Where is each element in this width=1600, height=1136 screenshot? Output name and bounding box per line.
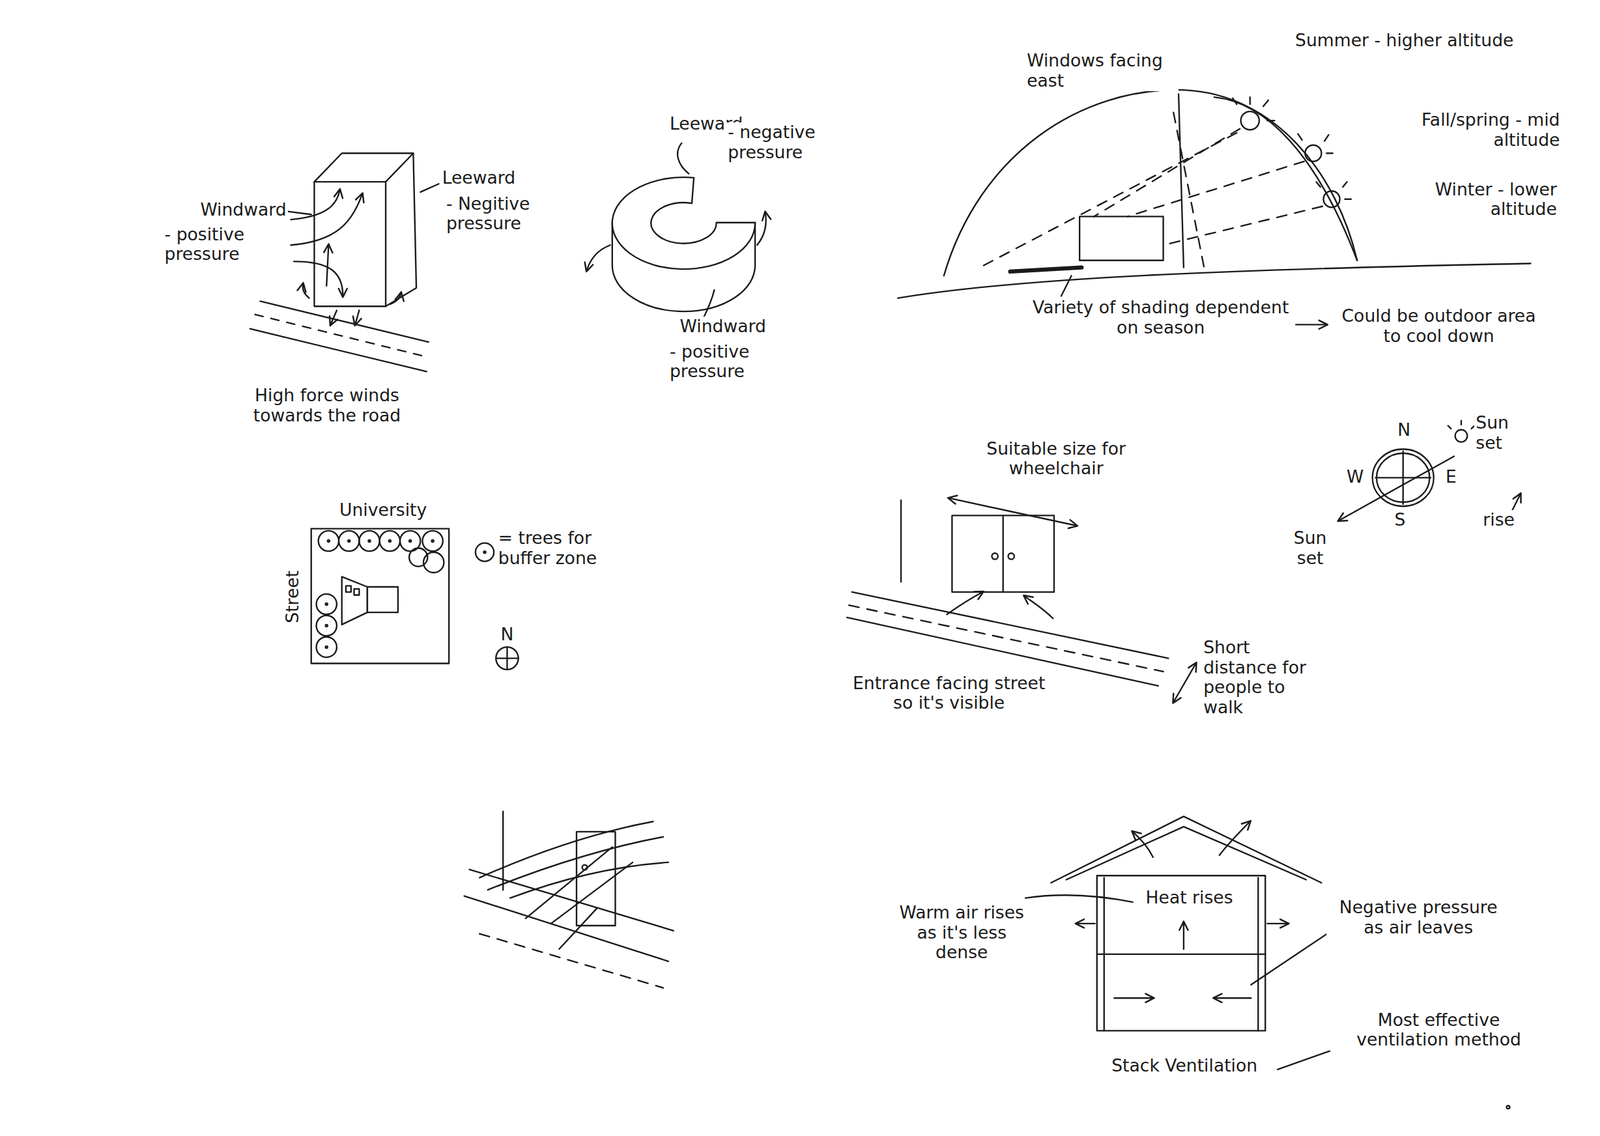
sketch-annotation: E bbox=[1444, 467, 1458, 488]
sketch-annotation: Fall/spring - mid altitude bbox=[1372, 110, 1562, 150]
sketch-annotation: High force winds towards the road bbox=[232, 385, 422, 426]
sketch-annotation: Sun set bbox=[1474, 413, 1528, 453]
sketch-annotation: W bbox=[1345, 467, 1365, 488]
stack-ventilation-sketch bbox=[1025, 816, 1510, 1109]
sketch-annotation: Summer - higher altitude bbox=[1293, 30, 1515, 51]
sketch-annotation: Heat rises bbox=[1144, 887, 1235, 909]
sketch-annotation: Sun set bbox=[1283, 528, 1337, 569]
sketch-annotation: Warm air rises as it's less dense bbox=[897, 902, 1026, 963]
sketch-annotation: - Negitive pressure bbox=[444, 194, 552, 234]
sketch-annotation: Short distance for people to walk bbox=[1201, 637, 1309, 718]
sketch-annotation: Stack Ventilation bbox=[1110, 1056, 1259, 1077]
sketch-annotation: Most effective ventilation method bbox=[1331, 1010, 1546, 1051]
site-plan-sketch bbox=[311, 528, 519, 670]
sketch-annotation: - negative pressure bbox=[726, 122, 841, 163]
sketch-annotation: S bbox=[1393, 510, 1408, 531]
sketch-annotation: Street bbox=[282, 569, 303, 625]
sketch-annotation: Entrance facing street so it's visible bbox=[841, 673, 1057, 714]
sketch-annotation: Windows facing east bbox=[1025, 50, 1179, 91]
curved-building-sketch bbox=[586, 143, 767, 317]
sketch-annotation: Could be outdoor area to cool down bbox=[1331, 306, 1546, 346]
sketch-annotation: rise bbox=[1481, 510, 1516, 531]
sketch-annotation: Negative pressure as air leaves bbox=[1326, 897, 1511, 938]
entrance-sketch bbox=[846, 498, 1197, 703]
sketch-annotation: Windward bbox=[678, 316, 768, 337]
sketch-annotation: Suitable size for wheelchair bbox=[974, 439, 1139, 479]
sketch-annotation: Leeward bbox=[441, 168, 518, 189]
sketch-annotation: - positive pressure bbox=[163, 224, 288, 265]
hatched-entrance-sketch bbox=[464, 811, 674, 989]
sketch-annotation: = trees for buffer zone bbox=[497, 528, 610, 569]
sketch-annotation: Windward bbox=[198, 200, 288, 221]
sketch-annotation: University bbox=[338, 500, 429, 521]
sketch-annotation: N bbox=[499, 624, 516, 645]
sketch-annotation: N bbox=[1396, 420, 1412, 441]
sketch-annotation: Variety of shading dependent on season bbox=[1030, 297, 1291, 338]
sketch-annotation: Winter - lower altitude bbox=[1369, 179, 1559, 220]
sketch-annotation: - positive pressure bbox=[668, 342, 786, 382]
